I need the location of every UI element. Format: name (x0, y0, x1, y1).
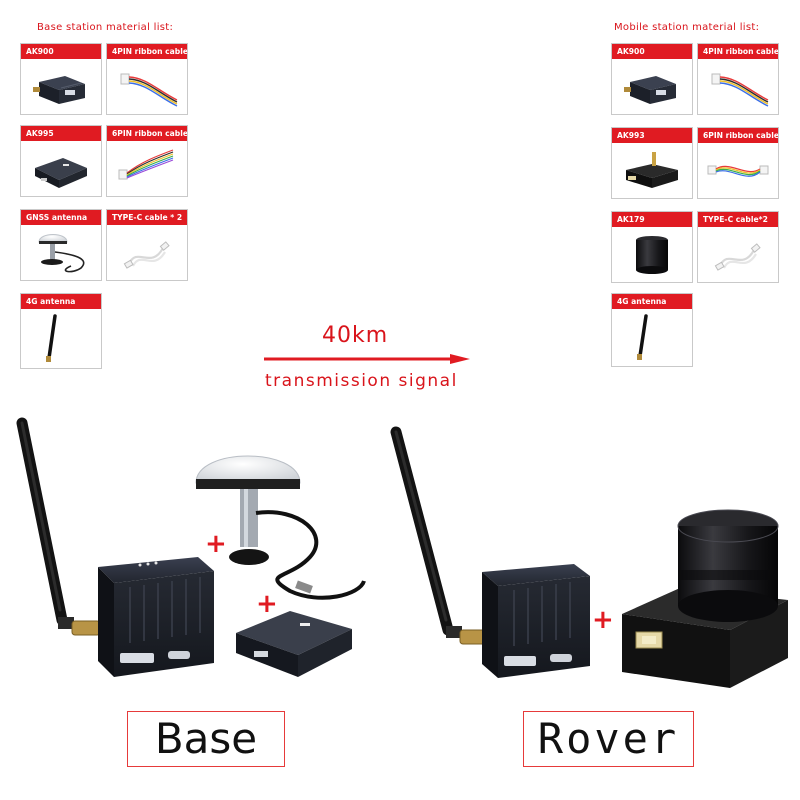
card-label: AK179 (612, 212, 692, 227)
mobile-card-typec-cable: TYPE-C cable*2 (697, 211, 779, 283)
4g-antenna-icon (390, 426, 487, 645)
base-card-ak995: AK995 (20, 125, 102, 197)
ak900-module-icon (482, 564, 590, 678)
base-card-typec-cable: TYPE-C cable * 2 (106, 209, 188, 281)
ak179-antenna-icon (677, 509, 779, 622)
arrow-right-icon (264, 354, 470, 364)
ak900-module-icon (33, 76, 85, 104)
mobile-card-4pin-cable: 4PIN ribbon cable (697, 43, 779, 115)
base-card-ak900: AK900 (20, 43, 102, 115)
mobile-list-title: Mobile station material list: (614, 22, 760, 33)
ak995-module-icon (35, 158, 87, 188)
ribbon-cable-icon (118, 149, 174, 180)
base-list-title: Base station material list: (37, 22, 174, 33)
card-label: 4G antenna (612, 294, 692, 309)
mobile-card-ak179: AK179 (611, 211, 693, 283)
card-label: AK995 (21, 126, 101, 141)
plus-icon: + (205, 529, 227, 559)
card-label: 4PIN ribbon cable (107, 44, 187, 59)
ak900-module-icon (98, 557, 214, 677)
card-label: 6PIN ribbon cable (698, 128, 778, 143)
ribbon-cable-icon (711, 73, 769, 107)
base-card-6pin-cable: 6PIN ribbon cable (106, 125, 188, 197)
ak179-antenna-icon (636, 236, 668, 274)
base-assembly-illustration (16, 417, 366, 677)
rover-assembly-illustration (390, 426, 788, 688)
card-label: AK993 (612, 128, 692, 143)
base-card-gnss-antenna: GNSS antenna (20, 209, 102, 281)
card-label: 6PIN ribbon cable (107, 126, 187, 141)
mobile-card-6pin-cable: 6PIN ribbon cable (697, 127, 779, 199)
ak900-module-icon (624, 76, 676, 104)
card-label: TYPE-C cable*2 (698, 212, 778, 227)
4g-antenna-icon (46, 314, 57, 362)
ak993-module-icon (626, 152, 678, 188)
mobile-card-4g-antenna: 4G antenna (611, 293, 693, 367)
ak995-module-icon (236, 611, 352, 677)
base-label: Base (127, 711, 285, 767)
base-card-4pin-cable: 4PIN ribbon cable (106, 43, 188, 115)
transmission-distance: 40km (322, 323, 389, 348)
card-label: AK900 (612, 44, 692, 59)
ribbon-cable-icon (120, 73, 178, 107)
mobile-card-ak900: AK900 (611, 43, 693, 115)
base-card-4g-antenna: 4G antenna (20, 293, 102, 369)
rover-label: Rover (523, 711, 694, 767)
ribbon-cable-icon (707, 165, 769, 177)
card-label: 4PIN ribbon cable (698, 44, 778, 59)
card-label: 4G antenna (21, 294, 101, 309)
4g-antenna-icon (16, 417, 101, 636)
plus-icon: + (592, 605, 614, 635)
typec-cable-icon (123, 241, 170, 269)
4g-antenna-icon (637, 314, 648, 360)
mobile-card-ak993: AK993 (611, 127, 693, 199)
card-label: TYPE-C cable * 2 (107, 210, 187, 225)
gnss-antenna-icon (38, 234, 85, 273)
transmission-caption: transmission signal (265, 371, 458, 391)
typec-cable-icon (714, 243, 761, 271)
card-label: AK900 (21, 44, 101, 59)
gnss-antenna-icon (195, 455, 366, 600)
plus-icon: + (256, 589, 278, 619)
card-label: GNSS antenna (21, 210, 101, 225)
